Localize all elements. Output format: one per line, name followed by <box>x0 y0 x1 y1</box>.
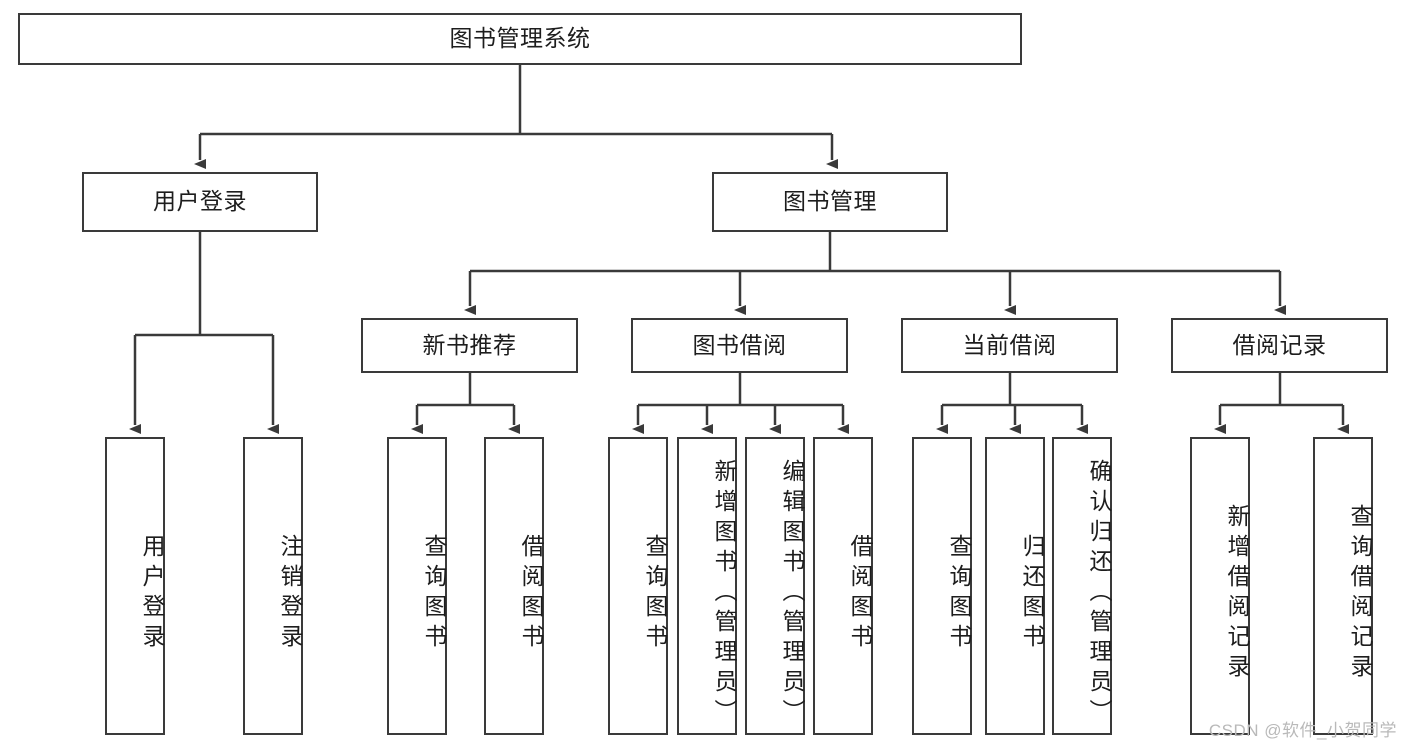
leaf-query-book-current[interactable]: 查询图书 <box>912 437 972 735</box>
node-current-borrow-label: 当前借阅 <box>962 331 1057 358</box>
node-book-management-label: 图书管理 <box>783 188 877 215</box>
leaf-label: 归还图书 <box>1019 534 1045 654</box>
leaf-user-login[interactable]: 用户登录 <box>105 437 165 735</box>
leaf-label: 用户登录 <box>139 534 165 654</box>
leaf-label: 查询图书 <box>946 534 972 654</box>
leaf-label: 借阅图书 <box>518 534 544 654</box>
leaf-label: 注销登录 <box>277 534 303 654</box>
leaf-query-borrow-record[interactable]: 查询借阅记录 <box>1313 437 1373 735</box>
leaf-borrow-book[interactable]: 借阅图书 <box>813 437 873 735</box>
node-borrow-record-label: 借阅记录 <box>1232 331 1327 358</box>
leaf-label: 查询图书 <box>642 534 668 654</box>
leaf-return-book[interactable]: 归还图书 <box>985 437 1045 735</box>
node-book-management[interactable]: 图书管理 <box>712 172 948 232</box>
leaf-label: 借阅图书 <box>847 534 873 654</box>
leaf-label: 查询借阅记录 <box>1347 504 1373 684</box>
leaf-label: 编辑图书（管理员） <box>779 459 805 729</box>
leaf-label: 新增借阅记录 <box>1224 504 1250 684</box>
node-borrow-record[interactable]: 借阅记录 <box>1171 318 1388 373</box>
node-new-book-recommend[interactable]: 新书推荐 <box>361 318 578 373</box>
node-book-borrow-label: 图书借阅 <box>692 331 787 358</box>
leaf-label: 确认归还（管理员） <box>1086 459 1112 729</box>
leaf-user-logout[interactable]: 注销登录 <box>243 437 303 735</box>
leaf-query-book-recommend[interactable]: 查询图书 <box>387 437 447 735</box>
leaf-confirm-return-admin[interactable]: 确认归还（管理员） <box>1052 437 1112 735</box>
node-user-login[interactable]: 用户登录 <box>82 172 318 232</box>
node-user-login-label: 用户登录 <box>153 188 247 215</box>
leaf-add-book-admin[interactable]: 新增图书（管理员） <box>677 437 737 735</box>
leaf-query-book[interactable]: 查询图书 <box>608 437 668 735</box>
leaf-label: 新增图书（管理员） <box>711 459 737 729</box>
leaf-label: 查询图书 <box>421 534 447 654</box>
watermark: CSDN @软件_小贺同学 <box>1208 721 1397 740</box>
node-new-book-recommend-label: 新书推荐 <box>422 331 517 358</box>
node-current-borrow[interactable]: 当前借阅 <box>901 318 1118 373</box>
node-root[interactable]: 图书管理系统 <box>18 13 1022 65</box>
node-book-borrow[interactable]: 图书借阅 <box>631 318 848 373</box>
node-root-label: 图书管理系统 <box>449 25 591 52</box>
leaf-borrow-book-recommend[interactable]: 借阅图书 <box>484 437 544 735</box>
leaf-add-borrow-record[interactable]: 新增借阅记录 <box>1190 437 1250 735</box>
leaf-edit-book-admin[interactable]: 编辑图书（管理员） <box>745 437 805 735</box>
